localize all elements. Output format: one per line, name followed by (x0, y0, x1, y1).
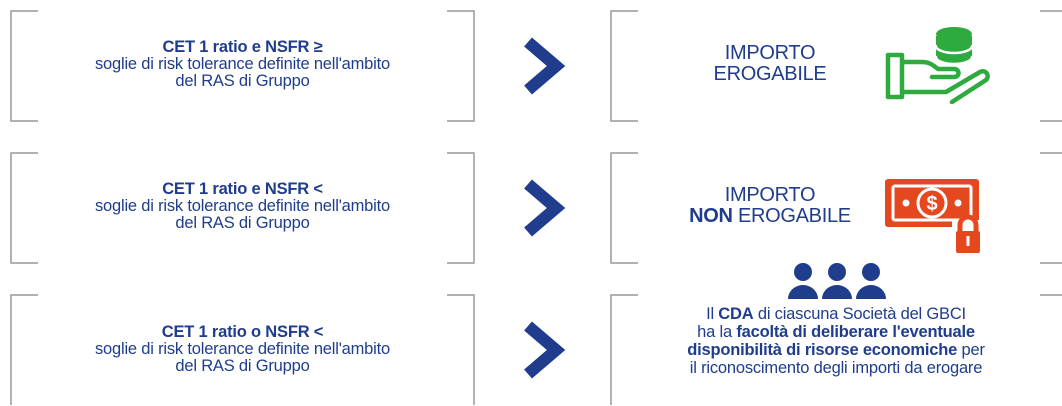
condition-title: CET 1 ratio o NSFR < (161, 323, 324, 341)
condition-line: soglie di risk tolerance definite nell'a… (95, 340, 390, 358)
cda-line: il riconoscimento degli importi da eroga… (612, 359, 1060, 377)
outcome-line: IMPORTO (724, 42, 816, 64)
condition-title: CET 1 ratio e NSFR ≥ (162, 38, 323, 56)
bracket-frame (610, 152, 1062, 264)
chevron-right-icon (524, 179, 565, 237)
cda-description: Il CDA di ciascuna Società del GBCI ha l… (612, 305, 1060, 377)
cda-line: ha la facoltà di deliberare l'eventuale (612, 323, 1060, 341)
svg-text:$: $ (926, 193, 937, 215)
text-run-bold: disponibilità di risorse economiche (687, 341, 958, 359)
condition-line: del RAS di Gruppo (175, 72, 310, 90)
outcome-title: IMPORTO EROGABILE (690, 43, 850, 85)
text-run: Il (706, 305, 719, 323)
bracket-frame (10, 152, 475, 264)
text-run: il riconoscimento degli importi da eroga… (689, 359, 983, 377)
outcome-emphasis: NON (689, 205, 733, 227)
outcome-box-2 (610, 152, 1062, 264)
text-run: per (957, 341, 985, 359)
condition-line: soglie di risk tolerance definite nell'a… (95, 55, 390, 73)
bracket-frame (10, 10, 475, 122)
chevron-right-icon (524, 37, 565, 95)
bracket-frame (10, 294, 475, 405)
outcome-title: IMPORTO NON EROGABILE (680, 185, 860, 227)
outcome-line: EROGABILE (713, 63, 827, 85)
outcome-line: IMPORTO (724, 184, 816, 206)
bracket-frame (610, 294, 1062, 405)
outcome-box-1 (610, 10, 1062, 122)
condition-line: del RAS di Gruppo (175, 214, 310, 232)
text-run: ha la (697, 323, 737, 341)
outcome-box-3 (610, 294, 1062, 406)
banknote-lock-icon: $ (885, 179, 984, 253)
chevron-right-icon (524, 321, 565, 379)
cda-line: disponibilità di risorse economiche per (612, 341, 1060, 359)
hand-coins-icon (885, 27, 990, 104)
text-run: di ciascuna Società del GBCI (753, 305, 966, 323)
condition-box-2: CET 1 ratio e NSFR < soglie di risk tole… (10, 152, 475, 264)
cda-line: Il CDA di ciascuna Società del GBCI (612, 305, 1060, 323)
text-run-bold: CDA (718, 305, 754, 323)
people-group-icon (788, 263, 886, 299)
outcome-line: EROGABILE (732, 205, 851, 227)
condition-box-3: CET 1 ratio o NSFR < soglie di risk tole… (10, 294, 475, 406)
text-run-bold: facoltà di deliberare l'eventuale (736, 323, 975, 341)
condition-title: CET 1 ratio e NSFR < (162, 180, 323, 198)
condition-box-1: CET 1 ratio e NSFR ≥ soglie di risk tole… (10, 10, 475, 122)
condition-line: soglie di risk tolerance definite nell'a… (95, 197, 390, 215)
bracket-frame (610, 10, 1062, 122)
condition-line: del RAS di Gruppo (175, 357, 310, 375)
outcome-line-2: NON EROGABILE (680, 206, 860, 227)
